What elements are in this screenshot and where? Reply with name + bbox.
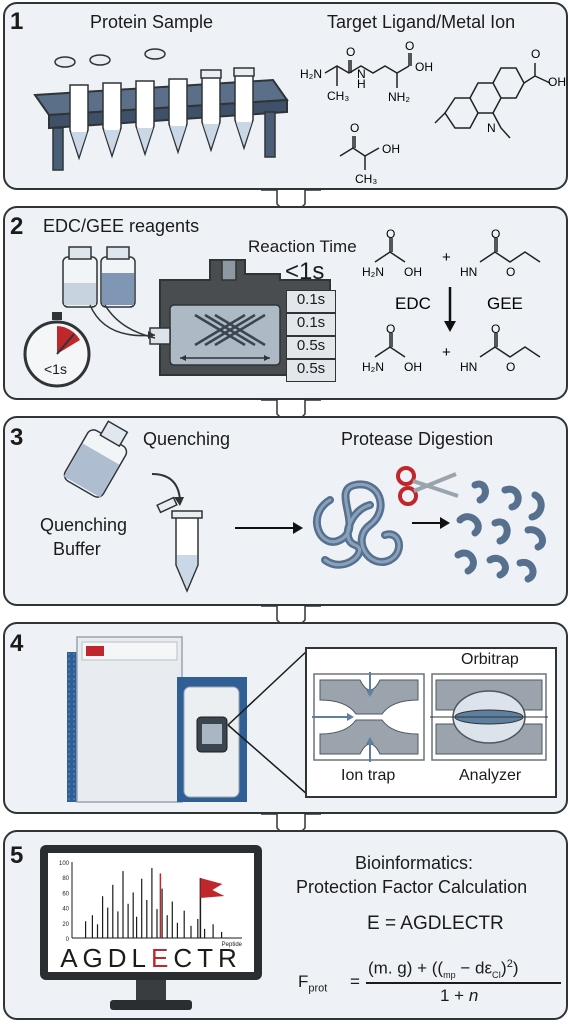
- formula-fraction-bar: [366, 982, 561, 984]
- reagent-flow-arrows: [89, 304, 156, 339]
- edc-gee-reaction: O H₂N OH + O HN O EDC GEE O H₂N OH + O H…: [362, 227, 541, 374]
- quenching-buffer-label-2: Buffer: [53, 539, 101, 559]
- chem-n-b: N: [487, 121, 496, 135]
- chem2-hn-2: HN: [460, 360, 477, 374]
- edc-label: EDC: [395, 294, 431, 313]
- panel-step-3: [3, 416, 568, 606]
- chemical-structures: H₂N CH₃ O H N NH₂ O OH O OH N O OH CH₃: [300, 39, 566, 186]
- chem-oh-a: OH: [415, 60, 433, 74]
- chem-o-a2: O: [405, 39, 414, 53]
- reagent-bottles-icon: [62, 246, 136, 308]
- chem2-hn-1: HN: [460, 265, 477, 279]
- timer-label: <1s: [44, 361, 67, 377]
- ion-trap-diagram: [312, 672, 425, 762]
- chem2-plus-1: +: [442, 249, 451, 266]
- chem2-o-4: O: [386, 322, 395, 336]
- chem-o-b: O: [531, 47, 540, 61]
- chem2-o-3: O: [506, 265, 515, 279]
- formula-denominator: 1 + n: [440, 986, 479, 1005]
- chem2-h2n-2: H₂N: [362, 360, 384, 374]
- chem-o-a1: O: [346, 45, 355, 59]
- chem2-o-5: O: [491, 322, 500, 336]
- gee-label: GEE: [487, 294, 523, 313]
- chem2-o-1: O: [386, 227, 395, 241]
- sequence-modified-residue: E: [151, 943, 174, 973]
- chem-h2n-a: H₂N: [300, 67, 322, 81]
- target-ligand-title: Target Ligand/Metal Ion: [327, 12, 516, 32]
- formula-lhs: Fprot: [298, 972, 328, 995]
- time-entry: 0.1s: [286, 290, 336, 313]
- chem-oh-b: OH: [548, 75, 566, 89]
- digest-arrow: [412, 517, 450, 529]
- chem2-h2n-1: H₂N: [362, 265, 384, 279]
- chem-oh-c: OH: [382, 142, 400, 156]
- chem-h-a: H: [357, 77, 366, 91]
- modification-flag-icon: [200, 878, 225, 898]
- formula-equals: =: [350, 972, 360, 991]
- quenching-bottle-icon: [63, 420, 129, 498]
- spectrum-y-tick-label: 60: [62, 891, 69, 897]
- time-entry: 0.5s: [286, 336, 336, 359]
- step-4-number: 4: [10, 630, 24, 657]
- bioinformatics-title-line2: Protection Factor Calculation: [296, 877, 528, 897]
- time-list: 0.1s 0.1s 0.5s 0.5s: [286, 290, 336, 382]
- spectrum-x-axis-label: Peptide: [222, 942, 243, 948]
- quench-arrow: [151, 473, 184, 506]
- chem2-plus-2: +: [442, 344, 451, 361]
- time-entry: 0.5s: [286, 359, 336, 382]
- ion-trap-label: Ion trap: [341, 767, 396, 784]
- process-arrow: [235, 522, 303, 534]
- chem2-o-6: O: [506, 360, 515, 374]
- chem-n-a: N: [357, 67, 366, 81]
- spectrum-y-tick-label: 100: [59, 861, 70, 867]
- monitor-icon: [40, 845, 262, 1010]
- sequence-equation: E = AGDLECTR: [367, 913, 504, 934]
- step-3-number: 3: [10, 424, 24, 451]
- quenching-title: Quenching: [143, 429, 231, 449]
- mass-spectrometer-instrument: [67, 636, 247, 803]
- sequence-right: CTR: [173, 943, 242, 973]
- peptide-fragments-icon: [454, 480, 546, 583]
- protease-digestion-title: Protease Digestion: [341, 429, 494, 449]
- spectrum-y-tick-label: 0: [66, 937, 70, 943]
- sample-tube-icon: [156, 496, 203, 593]
- spectrum-y-tick-label: 20: [62, 922, 69, 928]
- chem-o-c1: O: [350, 121, 359, 135]
- scissors-icon: [396, 466, 459, 506]
- chem-ch3-a: CH₃: [327, 89, 349, 103]
- chem2-o-2: O: [491, 227, 500, 241]
- step-5-number: 5: [10, 842, 24, 869]
- time-entry: 0.1s: [286, 313, 336, 336]
- step-1-number: 1: [10, 8, 24, 35]
- spectrum-y-tick-label: 40: [62, 907, 69, 913]
- protein-sample-title: Protein Sample: [90, 12, 214, 32]
- quenching-buffer-label-1: Quenching: [40, 515, 128, 535]
- sequence-left: AGDL: [60, 943, 152, 973]
- step-2-number: 2: [10, 213, 24, 240]
- tube-rack-illustration: [33, 48, 289, 171]
- spectrum-y-tick-label: 80: [62, 876, 69, 882]
- orbitrap-label: Orbitrap: [461, 651, 519, 668]
- chem-nh2-a: NH₂: [388, 90, 410, 104]
- reagents-title: EDC/GEE reagents: [43, 216, 200, 236]
- chem2-oh-1: OH: [404, 265, 422, 279]
- reaction-time-label: Reaction Time: [248, 237, 357, 256]
- zoom-lines: [227, 649, 309, 796]
- orbitrap-diagram: [430, 673, 548, 761]
- formula-numerator: (m. g) + ((mp − dεCI)2): [368, 958, 519, 981]
- peptide-sequence: AGDLECTR: [56, 943, 246, 974]
- chem2-oh-2: OH: [404, 360, 422, 374]
- bioinformatics-title-line1: Bioinformatics:: [355, 853, 474, 873]
- protein-chain-icon: [312, 480, 403, 569]
- chem-ch3-c: CH₃: [355, 172, 377, 186]
- stopwatch-icon: [23, 312, 91, 388]
- analyzer-label: Analyzer: [459, 767, 522, 784]
